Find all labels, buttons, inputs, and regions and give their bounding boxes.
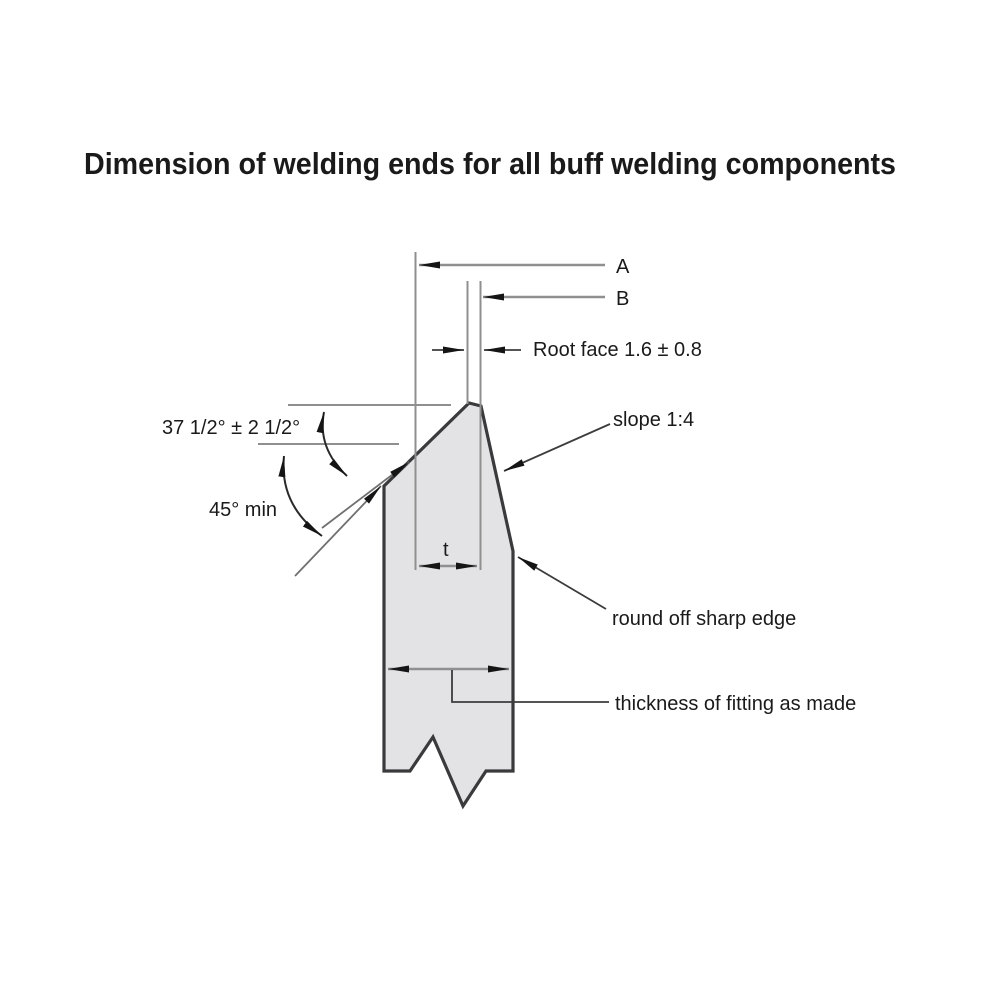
slope-callout: slope 1:4 bbox=[503, 409, 694, 472]
wall-thickness-label: t bbox=[443, 539, 449, 561]
bevel-angle-arc bbox=[316, 411, 348, 477]
min-angle-ray bbox=[294, 485, 382, 577]
dimension-a-label: A bbox=[616, 256, 630, 278]
fitting-thickness-leader bbox=[451, 670, 609, 703]
pipe-end-cross-section bbox=[382, 401, 515, 810]
angle-annotations bbox=[278, 411, 410, 577]
min-angle-label: 45° min bbox=[209, 499, 277, 521]
page-title: Dimension of welding ends for all buff w… bbox=[84, 146, 896, 181]
dimension-b-label: B bbox=[616, 288, 629, 310]
root-face-label: Root face 1.6 ± 0.8 bbox=[533, 339, 702, 361]
slope-leader-line bbox=[503, 423, 611, 472]
slope-label: slope 1:4 bbox=[613, 409, 694, 431]
round-off-label: round off sharp edge bbox=[612, 608, 796, 630]
wall-thickness-dimension: t bbox=[419, 539, 477, 570]
min-angle-arc bbox=[278, 455, 323, 537]
bevel-angle-label: 37 1/2° ± 2 1/2° bbox=[162, 417, 300, 439]
round-off-leader-line bbox=[517, 556, 607, 610]
dimension-b: B bbox=[483, 288, 629, 310]
round-off-callout: round off sharp edge bbox=[517, 556, 796, 630]
dimension-a: A bbox=[419, 256, 630, 278]
fitting-thickness-label: thickness of fitting as made bbox=[615, 693, 856, 715]
fitting-thickness-dimension: thickness of fitting as made bbox=[388, 665, 856, 715]
root-face-dimension: Root face 1.6 ± 0.8 bbox=[432, 339, 702, 361]
